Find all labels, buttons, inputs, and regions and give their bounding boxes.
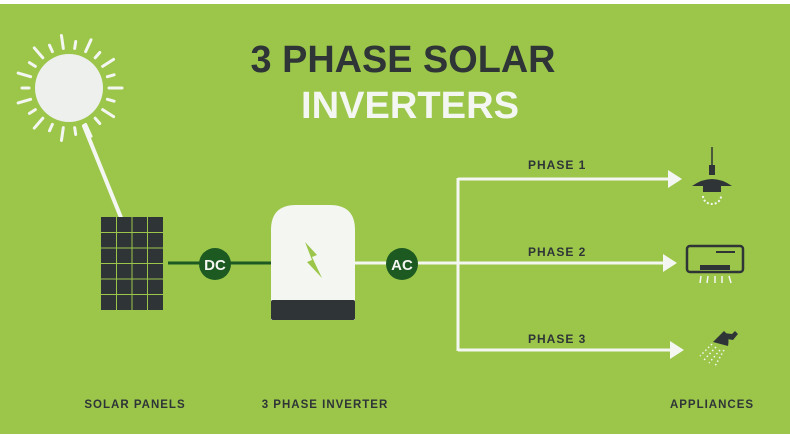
lightning-bolt-icon <box>305 242 322 278</box>
sun-ray <box>59 34 65 50</box>
sun-ray <box>16 97 33 105</box>
appliances-label: APPLIANCES <box>670 399 754 411</box>
sun-ray <box>32 116 45 130</box>
ac-node: AC <box>386 248 418 280</box>
sun-ray <box>84 122 93 138</box>
sun-ray <box>27 61 37 68</box>
sun-ray <box>105 73 116 79</box>
sun-icon <box>16 34 124 222</box>
sun-ray <box>16 71 33 79</box>
dc-label: DC <box>204 257 226 274</box>
inverter-icon <box>271 205 355 320</box>
ac-label: AC <box>391 257 413 274</box>
pendant-lamp-icon <box>692 147 732 205</box>
phase-2-label: PHASE 2 <box>528 245 586 259</box>
sun-ray <box>93 116 102 126</box>
inverter-label: 3 PHASE INVERTER <box>262 399 389 411</box>
phase-bus <box>456 177 672 352</box>
phase-3-arrow <box>670 341 684 359</box>
sun-ray <box>73 39 78 50</box>
shower-icon <box>699 331 738 367</box>
air-conditioner-icon <box>685 244 745 284</box>
sun-ray <box>84 38 93 54</box>
sun-ray <box>73 126 78 137</box>
title-line-1: 3 PHASE SOLAR <box>251 39 556 81</box>
sun-ray <box>32 46 45 60</box>
sun-ray <box>93 50 102 60</box>
sun-ray <box>47 122 54 133</box>
sun-ray <box>101 108 116 119</box>
sun-ray <box>105 97 116 103</box>
phase-1-arrow <box>668 170 682 188</box>
sun-ray <box>59 126 65 142</box>
phase-3-label: PHASE 3 <box>528 332 586 346</box>
dc-node: DC <box>199 248 231 280</box>
phase-2-arrow <box>663 254 677 272</box>
solar-panels-label: SOLAR PANELS <box>84 399 185 411</box>
title-line-2: INVERTERS <box>301 85 519 127</box>
sun-ray <box>27 108 37 115</box>
sun-ray <box>47 43 54 54</box>
sun-ray <box>101 57 116 68</box>
phase-1-label: PHASE 1 <box>528 158 586 172</box>
solar-panel-icon <box>101 217 163 310</box>
